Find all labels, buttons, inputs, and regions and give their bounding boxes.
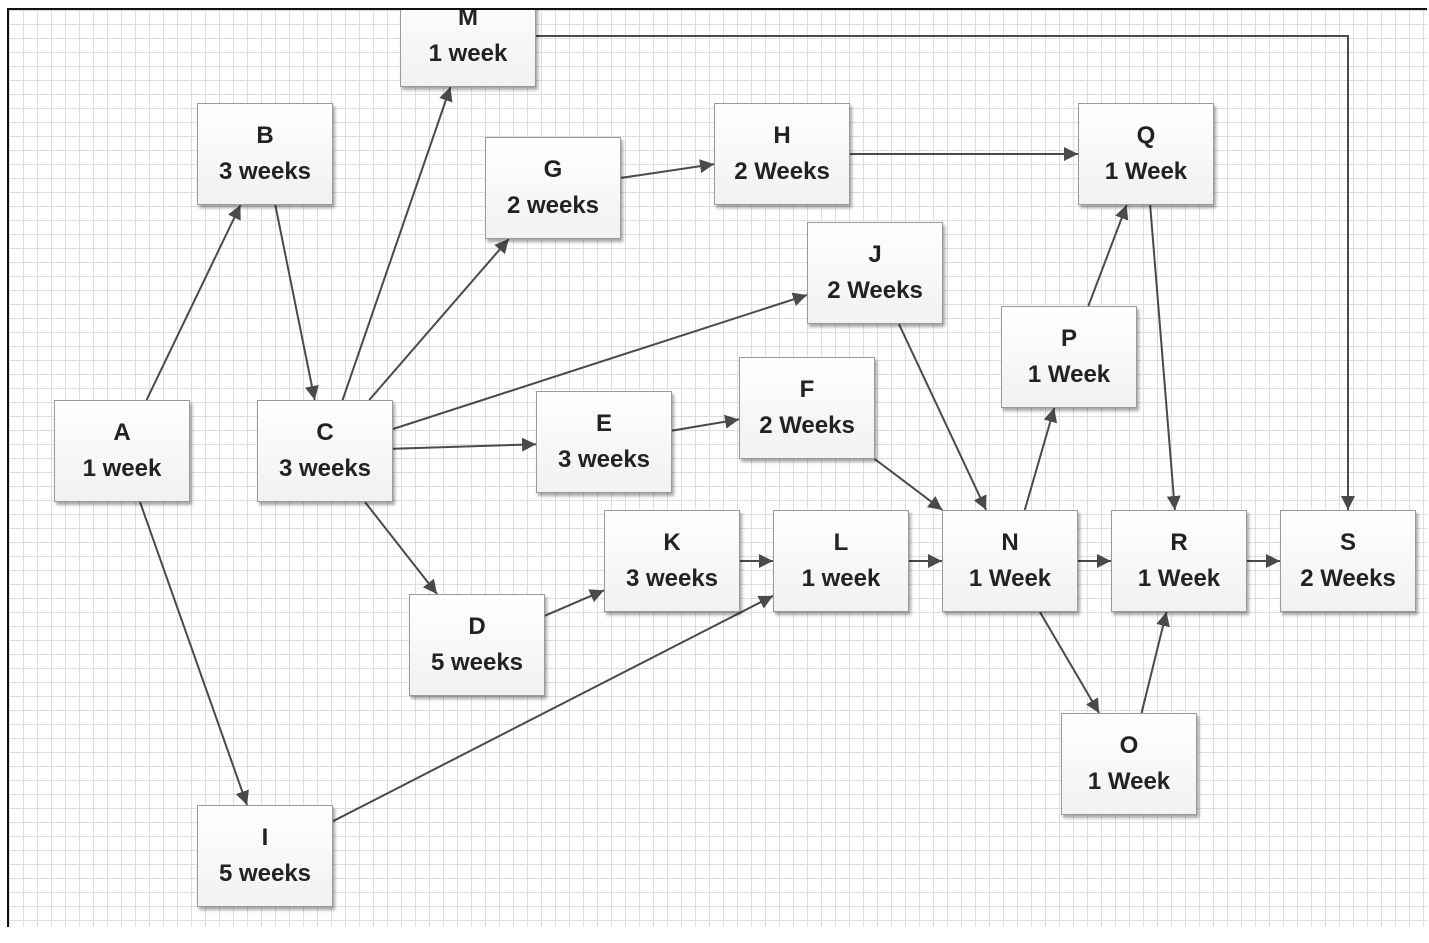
task-id: H — [773, 122, 791, 149]
task-id: E — [595, 410, 612, 437]
edge-f-to-n — [874, 458, 943, 511]
edge-c-to-j — [392, 292, 808, 430]
task-node-o[interactable]: O 1 Week — [1061, 713, 1197, 815]
edge-a-to-i — [139, 501, 249, 806]
task-id: S — [1339, 529, 1356, 556]
edges-layer — [139, 35, 1355, 823]
task-node-g[interactable]: G 2 weeks — [485, 137, 621, 239]
edge-n-to-o — [1039, 611, 1100, 714]
task-duration: 1 week — [82, 455, 162, 482]
edge-c-to-d — [364, 501, 438, 595]
task-node-a[interactable]: A 1 week — [54, 400, 190, 502]
task-id: I — [261, 824, 269, 851]
task-duration: 3 weeks — [557, 446, 651, 473]
task-node-e[interactable]: E 3 weeks — [536, 391, 672, 493]
edge-c-to-m — [341, 86, 453, 401]
task-id: N — [1001, 529, 1019, 556]
task-duration: 5 weeks — [218, 860, 312, 887]
edge-d-to-k — [544, 589, 605, 617]
task-duration: 2 Weeks — [1300, 565, 1396, 592]
task-node-m[interactable]: M 1 week — [400, 8, 536, 87]
task-node-l[interactable]: L 1 week — [773, 510, 909, 612]
task-node-q[interactable]: Q 1 Week — [1078, 103, 1214, 205]
edge-c-to-g — [368, 238, 510, 401]
task-duration: 1 Week — [1104, 158, 1188, 185]
edge-q-to-r — [1149, 204, 1181, 511]
task-duration: 2 Weeks — [827, 277, 923, 304]
task-duration: 5 weeks — [430, 649, 524, 676]
task-duration: 3 weeks — [625, 565, 719, 592]
task-duration: 1 Week — [968, 565, 1052, 592]
task-duration: 1 Week — [1137, 565, 1221, 592]
task-duration: 1 week — [801, 565, 881, 592]
task-node-k[interactable]: K 3 weeks — [604, 510, 740, 612]
task-node-h[interactable]: H 2 Weeks — [714, 103, 850, 205]
task-node-j[interactable]: J 2 Weeks — [807, 222, 943, 324]
task-duration: 1 Week — [1087, 768, 1171, 795]
task-id: F — [799, 376, 815, 403]
task-id: L — [833, 529, 849, 556]
task-node-r[interactable]: R 1 Week — [1111, 510, 1247, 612]
task-node-f[interactable]: F 2 Weeks — [739, 357, 875, 459]
task-id: K — [663, 529, 681, 556]
task-duration: 2 Weeks — [734, 158, 830, 185]
task-node-d[interactable]: D 5 weeks — [409, 594, 545, 696]
task-node-i[interactable]: I 5 weeks — [197, 805, 333, 907]
task-id: Q — [1136, 122, 1156, 149]
task-id: D — [468, 613, 486, 640]
task-duration: 2 weeks — [506, 192, 600, 219]
edge-j-to-n — [898, 323, 987, 511]
task-duration: 3 weeks — [278, 455, 372, 482]
edge-p-to-q — [1087, 204, 1129, 307]
edge-e-to-f — [671, 414, 740, 432]
task-id: B — [256, 122, 274, 149]
task-duration: 1 Week — [1027, 361, 1111, 388]
edge-a-to-b — [145, 204, 242, 401]
task-node-n[interactable]: N 1 Week — [942, 510, 1078, 612]
edge-o-to-r — [1140, 611, 1170, 714]
task-id: R — [1170, 529, 1188, 556]
diagram-canvas: A 1 week B 3 weeks C 3 weeks D 5 weeks E… — [7, 8, 1427, 927]
edge-c-to-e — [392, 437, 537, 452]
task-id: C — [316, 419, 334, 446]
task-node-p[interactable]: P 1 Week — [1001, 306, 1137, 408]
edge-b-to-c — [274, 204, 319, 401]
edge-g-to-h — [620, 159, 715, 179]
task-id: O — [1119, 732, 1139, 759]
task-id: M — [458, 8, 478, 31]
task-id: A — [113, 419, 131, 446]
edge-i-to-l — [332, 594, 774, 823]
task-id: G — [543, 156, 563, 183]
task-duration: 3 weeks — [218, 158, 312, 185]
task-node-s[interactable]: S 2 Weeks — [1280, 510, 1416, 612]
task-id: J — [868, 241, 882, 268]
task-id: P — [1060, 325, 1077, 352]
task-node-c[interactable]: C 3 weeks — [257, 400, 393, 502]
task-duration: 1 week — [428, 40, 508, 67]
edge-m-to-s — [536, 35, 1355, 510]
edge-n-to-p — [1023, 407, 1058, 511]
task-duration: 2 Weeks — [759, 412, 855, 439]
task-node-b[interactable]: B 3 weeks — [197, 103, 333, 205]
